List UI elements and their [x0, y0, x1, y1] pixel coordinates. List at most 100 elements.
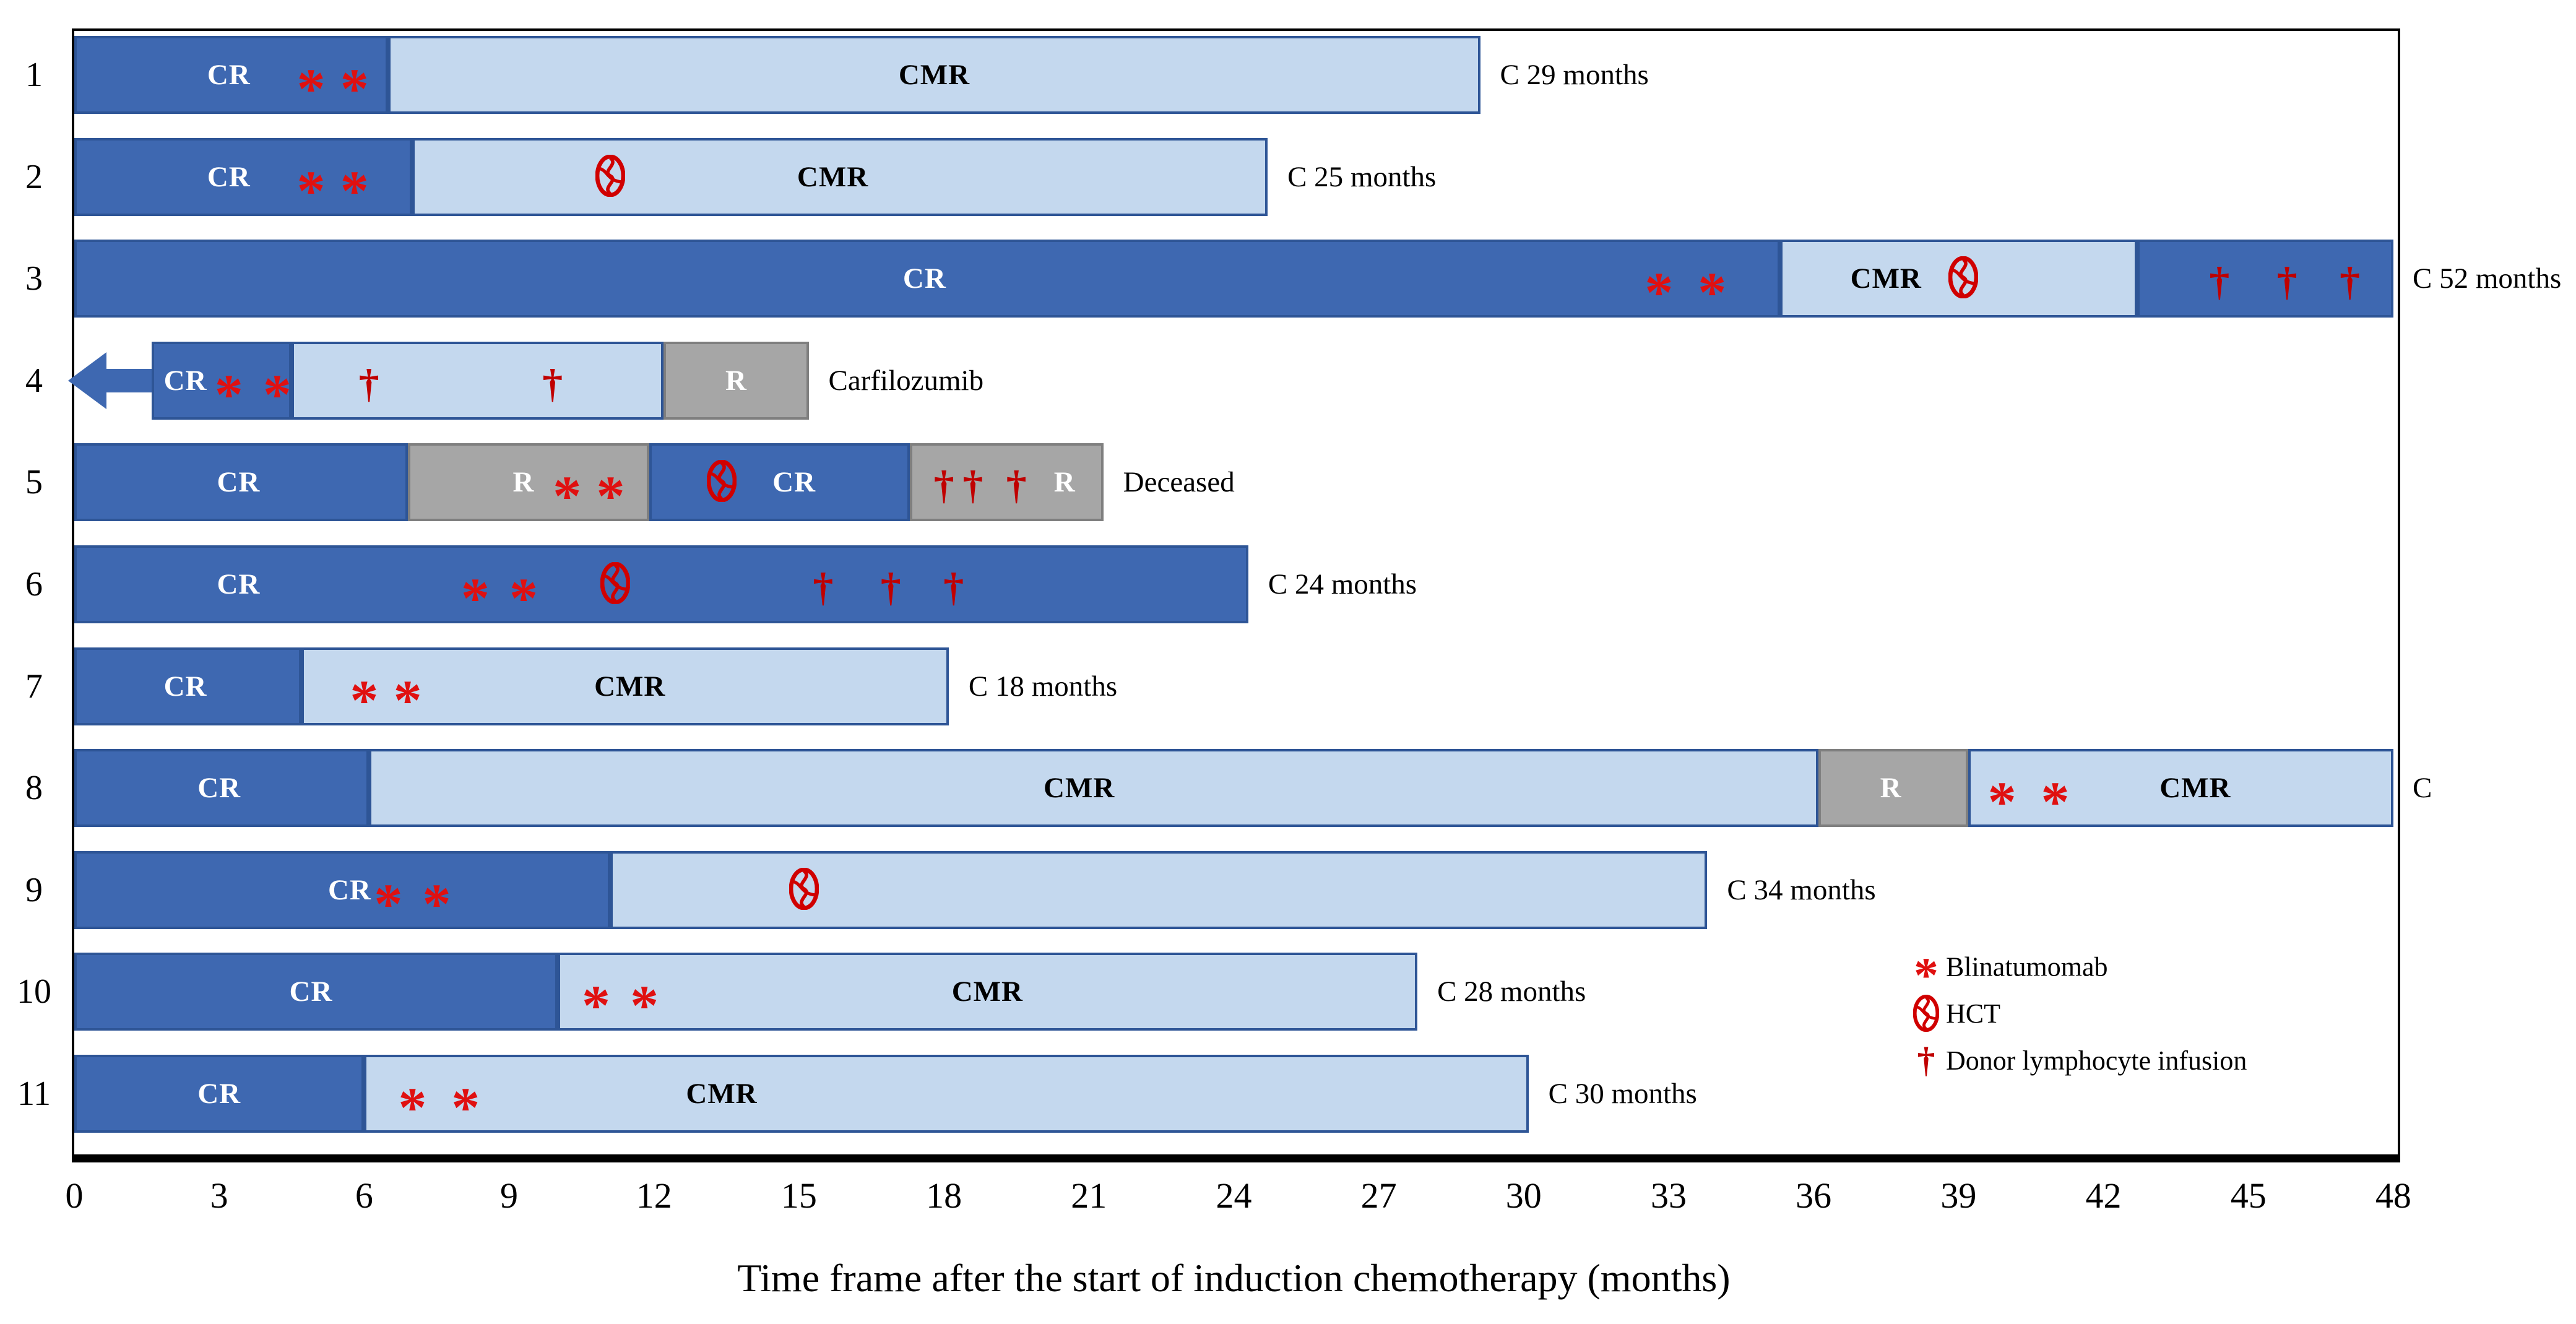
bar-segment-cmr — [388, 36, 1480, 114]
x-tick-label: 6 — [355, 1175, 373, 1216]
patient-row-number: 1 — [25, 56, 43, 94]
patient-annotation: C 29 months — [1500, 59, 1649, 91]
patient-annotation: C 34 months — [1727, 873, 1876, 906]
dagger-icon: † — [933, 462, 954, 508]
bar-segment-cr — [74, 647, 301, 725]
legend-label: Blinatumomab — [1946, 951, 2108, 982]
patient-row-number: 7 — [25, 667, 43, 706]
x-tick-label: 12 — [636, 1175, 672, 1216]
pinwheel-icon — [600, 561, 631, 607]
patient-row-number: 2 — [25, 157, 43, 196]
bar-segment-cmr — [292, 341, 664, 420]
asterisk-icon: * — [214, 362, 243, 426]
asterisk-icon: * — [393, 668, 422, 732]
asterisk-icon: * — [296, 158, 326, 222]
asterisk-icon: * — [340, 57, 369, 121]
patient-row-number: 5 — [25, 463, 43, 502]
x-tick-label: 36 — [1796, 1175, 1832, 1216]
asterisk-icon: * — [262, 362, 292, 426]
segment-label: CMR — [1850, 262, 1922, 295]
pinwheel-icon — [789, 867, 819, 912]
x-tick-label: 21 — [1071, 1175, 1107, 1216]
patient-annotation: C 52 months — [2413, 262, 2562, 295]
asterisk-icon: * — [296, 57, 326, 121]
segment-label: R — [1053, 466, 1076, 499]
bar-segment-cr — [74, 953, 558, 1031]
patient-row-number: 4 — [25, 361, 43, 400]
patient-row-number: 11 — [17, 1075, 51, 1113]
bar-segment-cmr — [369, 749, 1818, 828]
dagger-icon: † — [358, 361, 379, 407]
x-axis-title: Time frame after the start of induction … — [737, 1256, 1731, 1300]
bar-segment-cmr — [610, 850, 1708, 929]
legend-label: Donor lymphocyte infusion — [1946, 1045, 2247, 1076]
bar-segment-cr — [74, 545, 1248, 623]
segment-label: CMR — [898, 59, 970, 91]
x-tick-label: 45 — [2230, 1175, 2267, 1216]
asterisk-icon: * — [553, 464, 582, 528]
segment-label: CMR — [686, 1078, 758, 1110]
bar-segment-cr — [151, 341, 292, 420]
segment-label: CR — [163, 670, 207, 703]
dagger-icon: † — [813, 565, 834, 610]
patient-annotation: C — [2413, 772, 2432, 805]
legend-label: HCT — [1946, 998, 2000, 1029]
bar-segment-r — [910, 443, 1104, 522]
segment-label: CMR — [594, 670, 666, 703]
asterisk-icon: * — [340, 158, 369, 222]
segment-label: CR — [289, 976, 333, 1008]
patient-row-number: 6 — [25, 565, 43, 604]
patient-annotation: C 24 months — [1268, 568, 1417, 600]
asterisk-icon: * — [451, 1076, 480, 1140]
patient-annotation: C 25 months — [1287, 160, 1437, 193]
bar-segment-cr — [649, 443, 910, 522]
asterisk-icon: * — [630, 974, 659, 1037]
x-tick-label: 48 — [2375, 1175, 2411, 1216]
asterisk-icon: * — [1914, 948, 1938, 1003]
dagger-icon: † — [962, 462, 983, 508]
bar-segment-cmr — [557, 953, 1418, 1031]
segment-label: CR — [772, 466, 816, 499]
patient-annotation: C 18 months — [968, 670, 1118, 703]
legend-item: † Donor lymphocyte infusion — [1906, 1042, 2247, 1078]
bar-segment-r — [1818, 749, 1968, 828]
asterisk-icon: * — [422, 872, 451, 935]
asterisk-icon: * — [1645, 261, 1674, 324]
x-tick-label: 39 — [1940, 1175, 1977, 1216]
bar-segment-cr — [74, 749, 370, 828]
bar-segment-cr — [74, 850, 611, 929]
bar-segment-cr — [74, 137, 413, 216]
left-arrow-icon — [68, 352, 106, 409]
dagger-icon: † — [943, 565, 964, 610]
bar-segment-cr — [74, 1055, 365, 1133]
asterisk-icon: * — [460, 566, 490, 630]
asterisk-icon: * — [1698, 261, 1727, 324]
left-arrow-tail — [104, 368, 154, 392]
bar-segment-cmr — [1779, 240, 2138, 318]
bar-segment-cr — [2137, 240, 2393, 318]
pinwheel-icon — [1948, 256, 1979, 301]
bar-segment-cmr — [1968, 749, 2393, 828]
asterisk-icon: * — [1987, 770, 2016, 834]
pinwheel-icon — [1906, 995, 1946, 1032]
segment-label: CR — [207, 160, 251, 193]
x-tick-label: 18 — [926, 1175, 962, 1216]
patient-row-number: 10 — [17, 972, 51, 1011]
x-tick-label: 27 — [1360, 1175, 1397, 1216]
x-tick-label: 30 — [1505, 1175, 1542, 1216]
bar-segment-cmr — [301, 647, 949, 725]
dagger-icon: † — [880, 565, 901, 610]
dagger-icon: † — [2276, 259, 2297, 305]
segment-label: CMR — [1044, 772, 1115, 805]
segment-label: CR — [327, 873, 371, 906]
asterisk-icon: * — [582, 974, 611, 1037]
patient-row-number: 3 — [25, 259, 43, 298]
bar-segment-cr — [74, 443, 408, 522]
segment-label: CMR — [797, 160, 869, 193]
dagger-icon: † — [542, 361, 563, 407]
dagger-icon: † — [1917, 1040, 1935, 1080]
x-tick-label: 24 — [1216, 1175, 1252, 1216]
asterisk-icon: * — [2041, 770, 2070, 834]
pinwheel-icon — [706, 459, 737, 504]
